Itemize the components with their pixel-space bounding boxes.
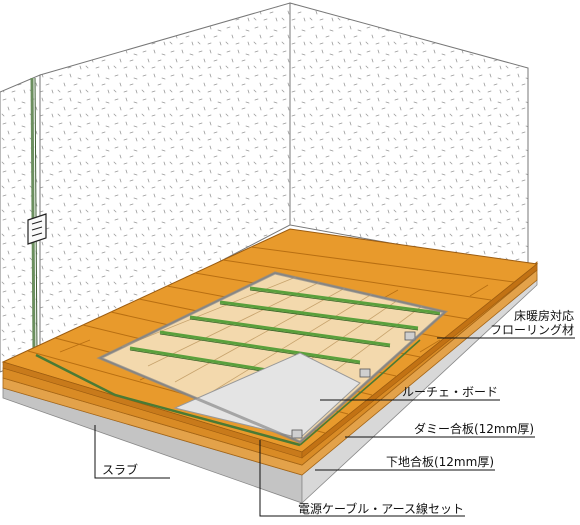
label-slab: スラブ [102,463,139,477]
right-wall [289,2,529,269]
leader-slab [94,425,170,479]
label-base-plywood: 下地合板(12mm厚) [385,455,494,469]
leader-cable [259,440,465,517]
label-flooring-line1: 床暖房対応 [513,309,574,323]
power-cable [35,353,301,447]
label-cable-set: 電源ケーブル・アース線セット [298,502,464,516]
wall-cable-conduit [30,77,36,356]
connector-box [291,429,303,439]
label-lucie-board: ルーチェ・ボード [401,385,498,399]
cutaway-frame [96,271,449,444]
power-outlet-icon [27,213,47,245]
label-dummy-plywood: ダミー合板(12mm厚) [413,422,534,436]
label-flooring-line2: フローリング材 [489,323,574,337]
heater-panel [173,352,361,439]
